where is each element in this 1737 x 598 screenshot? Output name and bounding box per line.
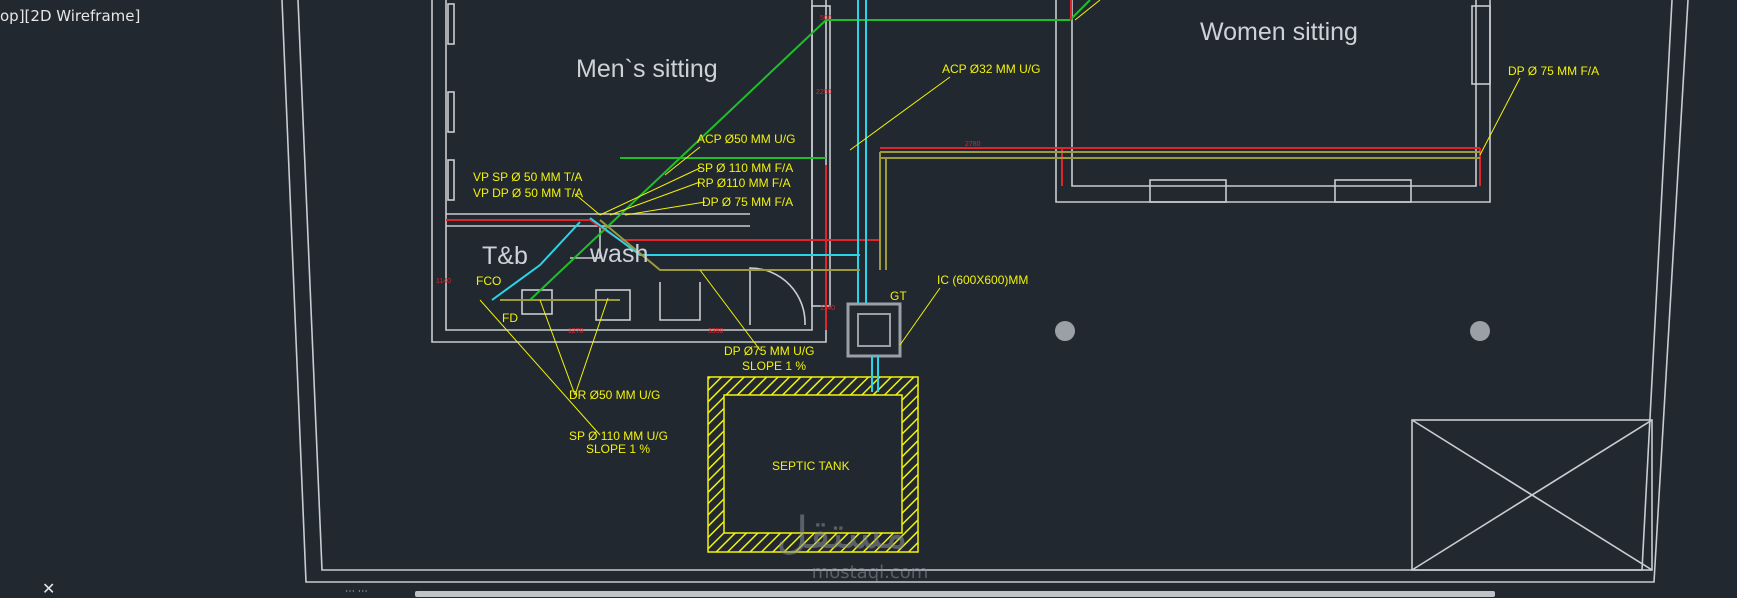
dim-7: 500 — [820, 15, 832, 22]
room-tb: T&b — [482, 242, 528, 270]
label-slope1: SLOPE 1 % — [742, 359, 806, 373]
room-women-sitting: Women sitting — [1200, 18, 1358, 46]
column-right — [1470, 321, 1490, 341]
label-dr50: DR Ø50 MM U/G — [569, 388, 660, 402]
scroll-dots-icon: ⋯ ⋯ — [345, 586, 368, 597]
label-vp-dp: VP DP Ø 50 MM T/A — [473, 186, 583, 200]
dim-3: 3350 — [708, 328, 724, 335]
label-acp32: ACP Ø32 MM U/G — [942, 62, 1040, 76]
dim-2: 1270 — [568, 328, 584, 335]
label-dp75-mid: DP Ø 75 MM F/A — [702, 195, 793, 209]
label-vp-sp: VP SP Ø 50 MM T/A — [473, 170, 582, 184]
label-sp110: SP Ø 110 MM F/A — [697, 161, 793, 175]
room-wash: wash — [589, 240, 648, 268]
room-men-sitting: Men`s sitting — [576, 55, 718, 83]
label-dp75-ug: DP Ø75 MM U/G — [724, 344, 814, 358]
label-gt: GT — [890, 289, 907, 303]
dim-6: 1140 — [436, 278, 451, 285]
leader-lines — [479, 0, 1521, 436]
horizontal-scrollbar[interactable] — [415, 591, 1495, 597]
label-acp50: ACP Ø50 MM U/G — [697, 132, 795, 146]
pipes-olive — [500, 151, 1480, 301]
pipes-cyan — [491, 0, 879, 392]
ucs-axis-icon: ✕ — [42, 581, 56, 598]
viewport-controls-label[interactable]: op][2D Wireframe] — [0, 7, 141, 25]
label-fco: FCO — [476, 274, 501, 288]
label-fd: FD — [502, 311, 518, 325]
watermark-arabic: مستقل — [776, 508, 908, 559]
watermark-latin: mostaql.com — [812, 562, 929, 583]
inspection-chamber — [846, 302, 902, 358]
void-box — [1411, 419, 1653, 571]
dim-5: 2250 — [816, 89, 832, 96]
column-left — [1055, 321, 1075, 341]
label-ic: IC (600X600)MM — [937, 273, 1028, 287]
men-block-walls — [431, 0, 831, 343]
label-rp110: RP Ø110 MM F/A — [697, 176, 791, 190]
dim-1: 1140 — [820, 305, 835, 312]
septic-tank — [707, 376, 919, 553]
women-block-walls — [1055, 0, 1491, 203]
label-sp110-ug: SP Ø 110 MM U/G — [569, 429, 668, 443]
label-dp75-top: DP Ø 75 MM F/A — [1508, 64, 1599, 78]
label-septic: SEPTIC TANK — [772, 459, 850, 473]
label-slope2: SLOPE 1 % — [586, 442, 650, 456]
dim-4: 2780 — [965, 141, 981, 148]
site-boundary — [281, 0, 1689, 583]
